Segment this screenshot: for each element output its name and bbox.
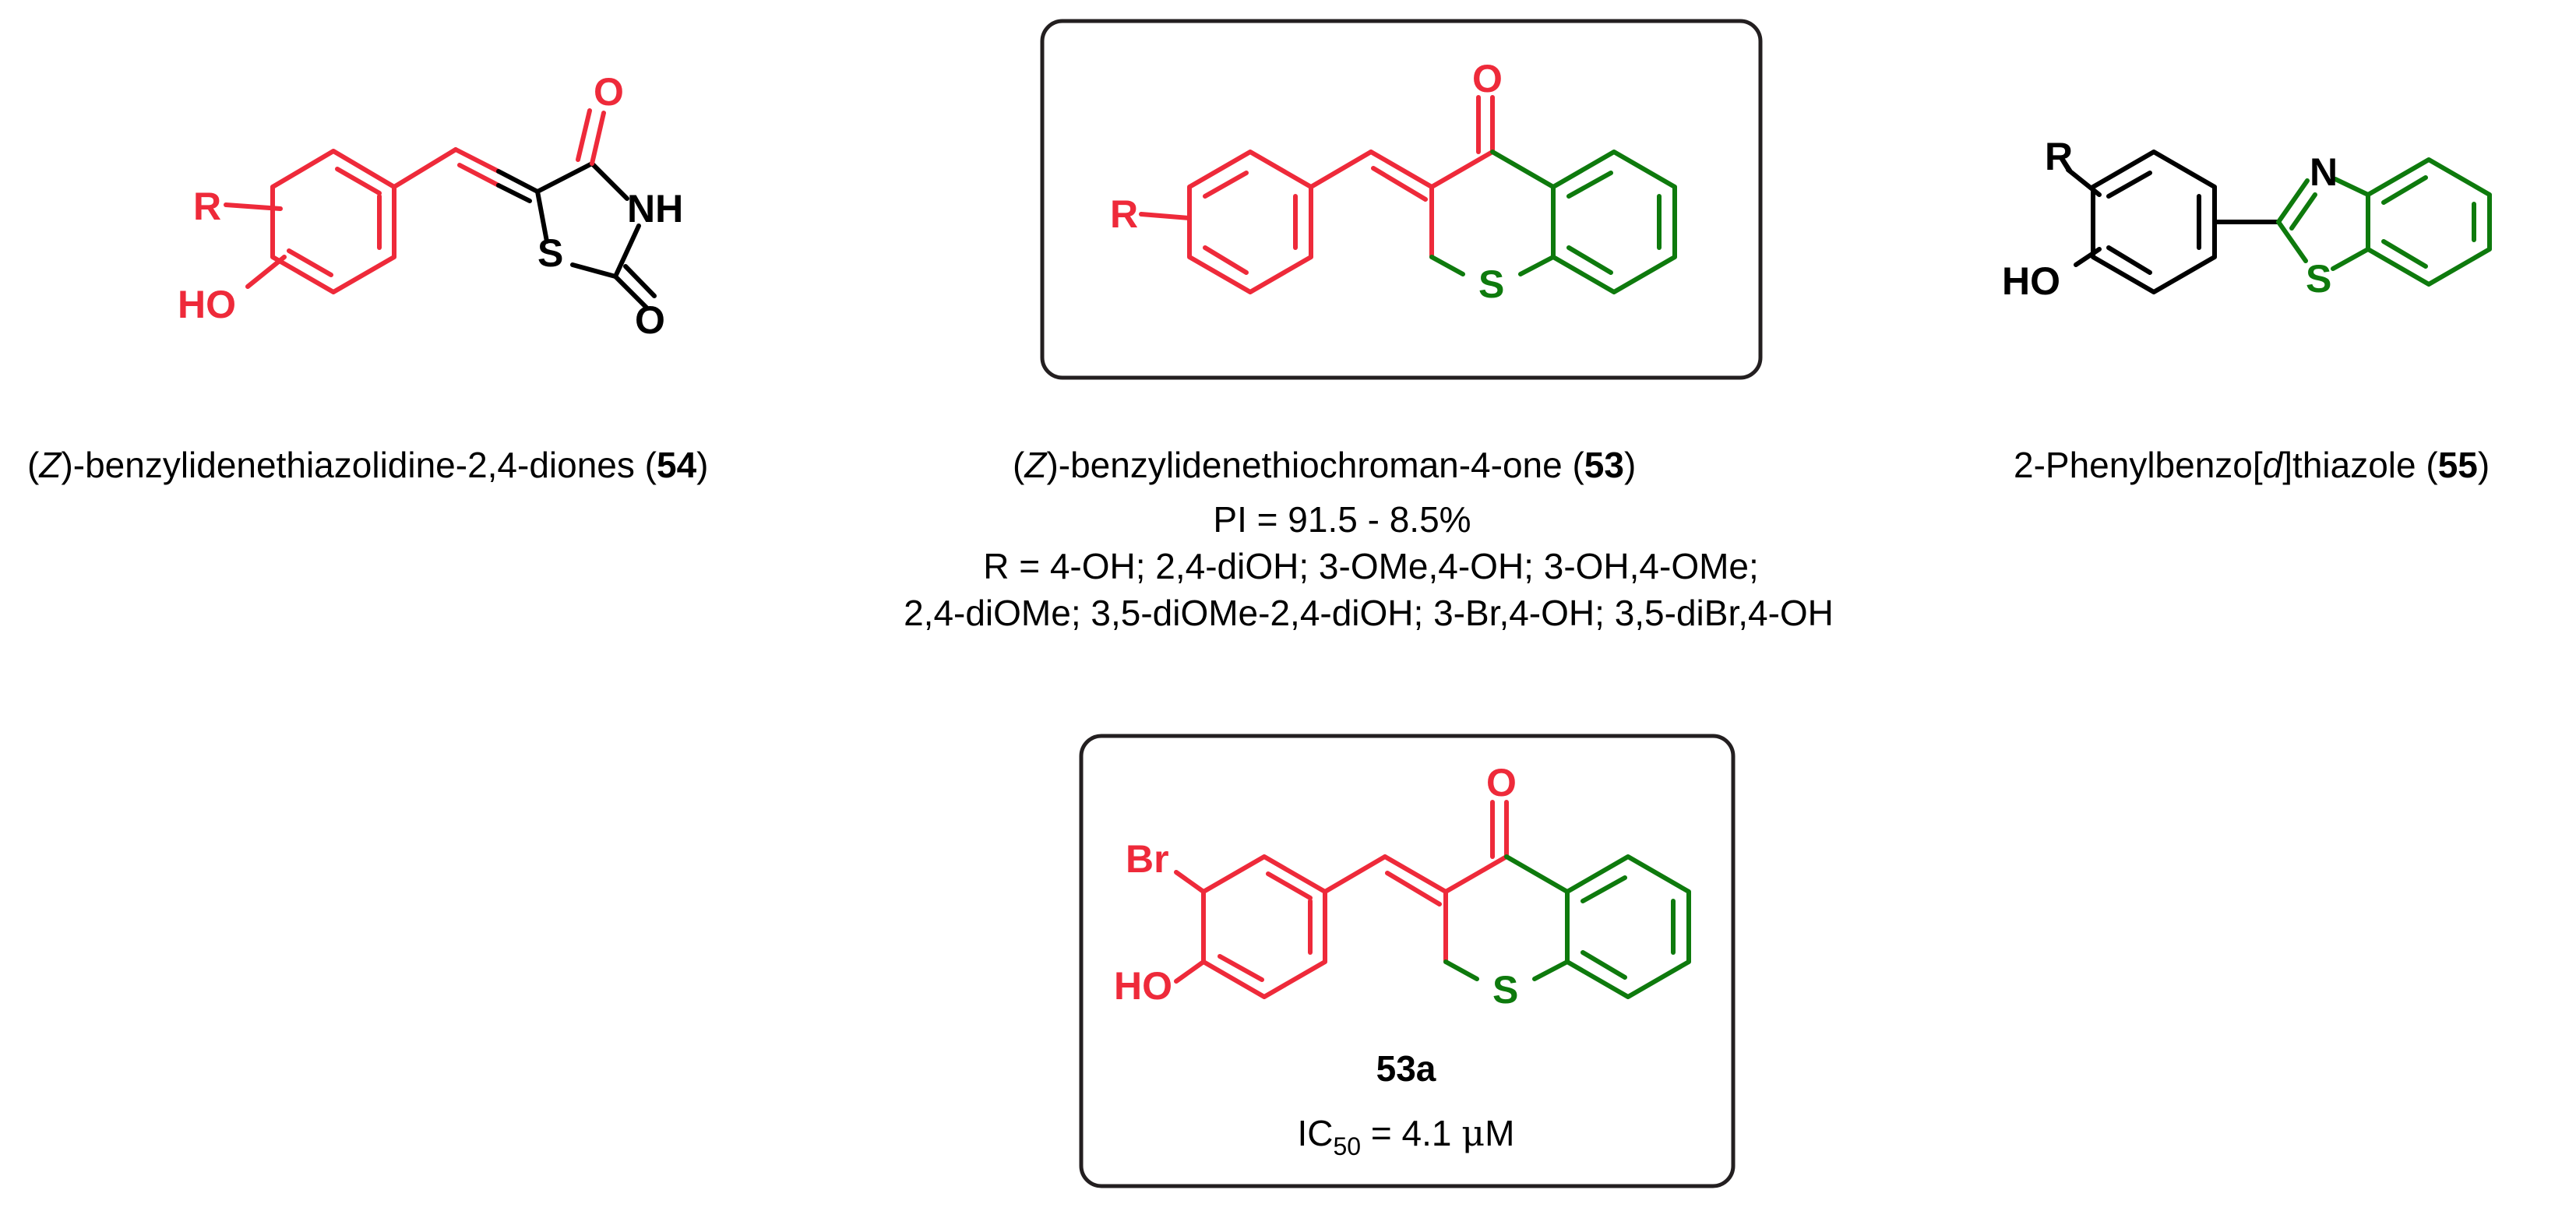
ic50-value: IC50 = 4.1 μM (1298, 1112, 1515, 1160)
aromatic-bond-55-d (2381, 175, 2428, 205)
compound-53-structure: O S R (1110, 57, 1677, 306)
thiazole-n-c (2333, 177, 2370, 197)
aromatic-bond-53-c (1203, 245, 1249, 275)
benzene-ring-54 (270, 149, 396, 294)
r-substituents-line-1: R = 4-OH; 2,4-diOH; 3-OMe,4-OH; 3-OH,4-O… (983, 546, 1759, 586)
caption-54: (Z)-benzylidenethiazolidine-2,4-diones (… (27, 445, 709, 485)
exo-double-54-d (496, 183, 532, 203)
exo-double-54-a (453, 147, 501, 174)
br-bond-53a (1174, 870, 1206, 894)
pi-value: PI = 91.5 - 8.5% (1213, 499, 1471, 540)
ring-bond-c8a-s-53a (1532, 959, 1570, 981)
benzo-ring-53a (1565, 854, 1691, 999)
ring-bond-s-c5 (535, 189, 549, 244)
ring-bond-c2-s-53a (1443, 959, 1479, 981)
atom-o-53a: O (1486, 761, 1517, 804)
aromatic-bond-55-f (2381, 239, 2428, 269)
atom-o-top-54: O (594, 70, 624, 114)
benzo-ring-55 (2366, 157, 2492, 287)
aromatic-bond-53a-c (1218, 954, 1264, 982)
aromatic-bond-53a-a (1266, 871, 1313, 900)
exo-double-53-b (1371, 166, 1428, 202)
vinyl-bond-53 (1309, 150, 1373, 189)
ring-bond-c4-c4a-53 (1490, 150, 1556, 189)
atom-nh-54: NH (627, 187, 683, 231)
exo-double-54-c (457, 163, 501, 188)
frame-53 (1040, 19, 1763, 380)
r-bond-55 (2066, 167, 2102, 197)
compound-55-structure: R N S HO (2002, 135, 2492, 303)
ring-bond-c8a-s-53 (1518, 255, 1556, 276)
aromatic-bond-53-f (1566, 245, 1613, 275)
ring-bond-c5-c4 (535, 161, 594, 194)
aromatic-bond-53-d (1566, 171, 1613, 199)
ring-bond-c4-n (590, 161, 629, 201)
ring-bond-c3-c4-53 (1429, 150, 1495, 189)
ring-bond-n-c2 (613, 224, 641, 279)
ho-bond-55 (2074, 247, 2102, 267)
thiazole-c2-n (2276, 178, 2310, 224)
carbonyl-54-bottom-a (613, 274, 649, 310)
aromatic-bond-54-b (287, 248, 333, 277)
atom-r-54: R (193, 185, 221, 228)
ring-bond-c2-s-53 (1429, 255, 1465, 276)
ring-bond-c3-c4-53a (1443, 854, 1509, 894)
vinyl-bond-54 (392, 147, 458, 189)
thiazole-c2-n-double (2289, 192, 2317, 231)
thiazole-s-c (2331, 247, 2370, 271)
vinyl-bond-53a (1323, 854, 1387, 894)
carbonyl-54-top-a (590, 111, 606, 166)
exo-double-54-b (496, 169, 540, 194)
atom-n-55: N (2310, 150, 2338, 194)
r-bond-53 (1139, 212, 1192, 220)
carbonyl-54-bottom-b (623, 264, 657, 298)
benzene-ring-53a (1201, 854, 1327, 999)
ho-bond-54 (245, 255, 287, 289)
aromatic-bond-53a-d (1580, 875, 1627, 903)
atom-s-53: S (1478, 262, 1504, 306)
ho-bond-53a (1174, 959, 1206, 984)
aromatic-bond-53a-f (1580, 950, 1627, 980)
exo-double-53a-a (1383, 854, 1448, 894)
atom-s-54: S (537, 231, 563, 275)
ring-bond-c2-s (570, 262, 618, 279)
aromatic-bond-54-a (335, 167, 382, 195)
phenyl-ring-55 (2091, 150, 2217, 294)
thiazole-c2-s (2276, 220, 2308, 263)
benzene-ring-53 (1187, 150, 1313, 294)
r-bond-54 (224, 202, 283, 211)
atom-br-53a: Br (1126, 837, 1169, 881)
compound-54-structure: O NH S O R HO (178, 70, 683, 342)
exo-double-53-a (1369, 150, 1434, 189)
aromatic-bond-53-a (1203, 171, 1249, 199)
atom-ho-54: HO (178, 283, 236, 326)
ring-bond-c4-c4a-53a (1504, 854, 1570, 894)
compound-53a-structure: O Br HO S (1114, 761, 1691, 1012)
atom-s-55: S (2306, 257, 2331, 301)
r-substituents-line-2: 2,4-diOMe; 3,5-diOMe-2,4-diOH; 3-Br,4-OH… (904, 593, 1834, 633)
atom-o-bottom-54: O (635, 298, 665, 342)
carbonyl-54-top-b (576, 108, 592, 162)
aromatic-bond-55-c (2106, 245, 2152, 275)
exo-double-53a-b (1385, 871, 1442, 906)
benzo-ring-53 (1551, 150, 1677, 294)
frame-53a (1079, 734, 1736, 1188)
atom-s-53a: S (1492, 968, 1518, 1012)
aromatic-bond-55-a (2106, 171, 2152, 199)
atom-o-53: O (1472, 57, 1503, 100)
atom-ho-55: HO (2002, 259, 2060, 303)
atom-r-53: R (1110, 192, 1138, 236)
label-53a: 53a (1376, 1048, 1436, 1089)
caption-55: 2-Phenylbenzo[d]thiazole (55) (2014, 445, 2490, 485)
atom-ho-53a: HO (1114, 964, 1172, 1008)
atom-r-55: R (2045, 135, 2073, 178)
caption-53: (Z)-benzylidenethiochroman-4-one (53) (1013, 445, 1636, 485)
